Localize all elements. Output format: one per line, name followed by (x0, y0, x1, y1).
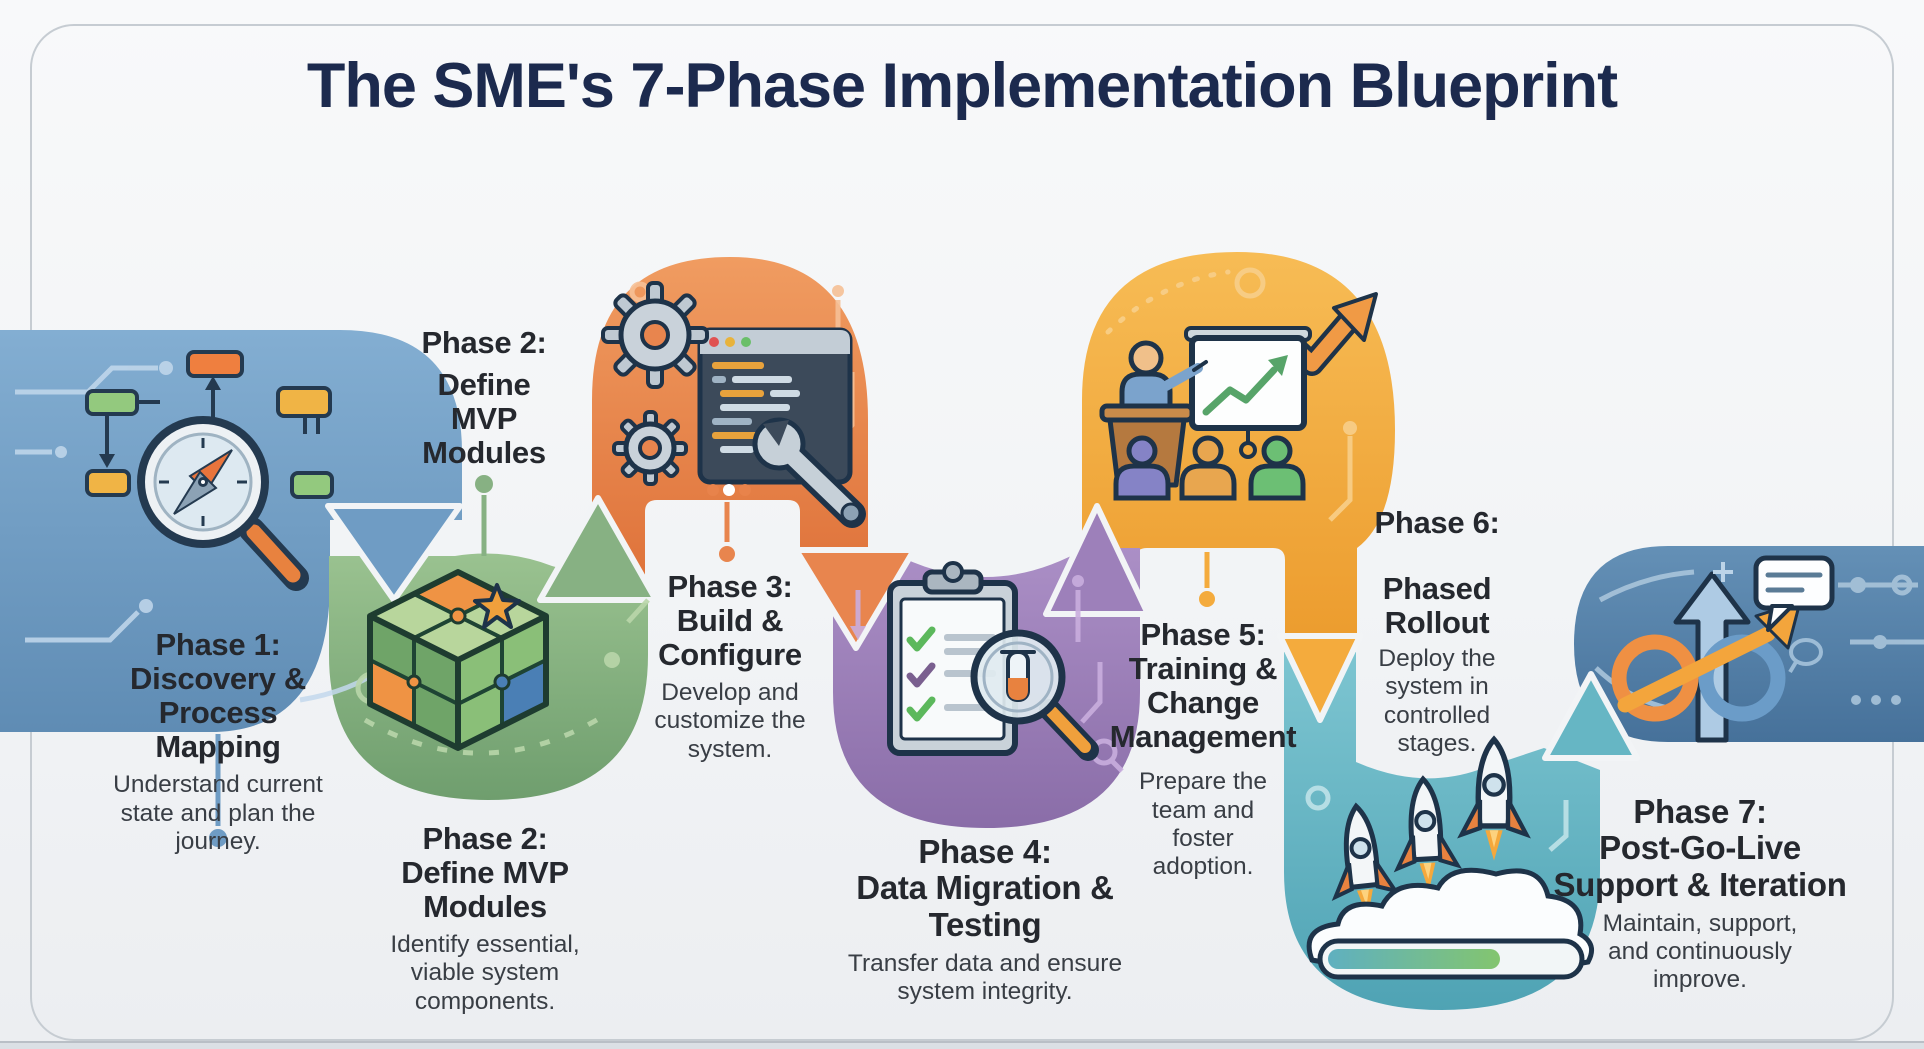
phase-1-text-block: Phase 1: Discovery & Process Mapping Und… (98, 627, 338, 856)
progress-bar-fill (1328, 949, 1500, 969)
phase-5-name: Training & Change Management (1109, 651, 1297, 755)
phase-7-name: Post-Go-Live Support & Iteration (1553, 829, 1847, 903)
infinity-loop-support-icon (1611, 555, 1835, 743)
phase-4-label: Phase 4: (918, 833, 1052, 870)
circuit-decoration-teal (1305, 785, 1569, 852)
phase-2-text-block: Phase 2: Define MVP Modules Identify ess… (360, 821, 610, 1016)
phase-3-name: Build & Configure (658, 603, 802, 673)
phase-1-label: Phase 1: (155, 627, 281, 662)
puzzle-cube-star-icon (367, 569, 549, 751)
phase-6-label: Phase 6: (1374, 505, 1500, 540)
phase-7-description: Maintain, support, and continuously impr… (1602, 909, 1798, 994)
phase-6-name: Phased Rollout (1382, 571, 1492, 641)
phase-7-text-block: Phase 7: Post-Go-Live Support & Iteratio… (1535, 793, 1865, 994)
gear-icon (612, 410, 688, 486)
phase-2-description: Identify essential, viable system compon… (390, 931, 580, 1015)
phase-6-text-block: Phase 6: Phased Rollout Deploy the syste… (1357, 505, 1517, 758)
circuit-decoration-purple (850, 575, 1124, 773)
phase-1-name: Discovery & Process Mapping (130, 661, 306, 765)
phase-4-text-block: Phase 4: Data Migration & Testing Transf… (845, 833, 1125, 1006)
phase-2-top-name: Define MVP Modules (422, 367, 546, 471)
phase-3-label: Phase 3: (667, 569, 793, 604)
phase-7-label: Phase 7: (1633, 793, 1767, 830)
compass-magnifier-flowchart-icon (85, 350, 334, 591)
phase-2-label: Phase 2: (422, 821, 548, 856)
page-title: The SME's 7-Phase Implementation Bluepri… (306, 51, 1618, 121)
gear-icon (601, 281, 709, 389)
wrench-icon (752, 417, 866, 528)
checklist-magnifier-icon (887, 561, 1099, 761)
presentation-team-growth-icon (1099, 292, 1378, 501)
chevron-blue-down (325, 503, 463, 603)
phase-5-label: Phase 5: (1140, 617, 1266, 652)
chevron-orange-down (793, 547, 917, 651)
chat-bubble-icon (1753, 555, 1835, 632)
phase-5-text-block: Phase 5: Training & Change Management Pr… (1078, 617, 1328, 881)
chevron-amber-down (1277, 633, 1363, 723)
star-icon (473, 583, 521, 629)
bottom-edge-strip (0, 1041, 1924, 1049)
test-tube-icon (1000, 650, 1036, 702)
phase-2-top-label-block: Phase 2: Define MVP Modules (409, 325, 559, 471)
connector-dots (209, 475, 1215, 847)
rockets-launch-progress-icon (1306, 740, 1595, 980)
chevron-purple-up (1043, 503, 1151, 617)
phase-6-description: Deploy the system in controlled stages. (1378, 645, 1496, 757)
phase-2-top-label: Phase 2: (421, 325, 547, 360)
circuit-decoration-steel (1594, 569, 1924, 711)
circuit-decoration-amber (1105, 267, 1357, 522)
phase-3-text-block: Phase 3: Build & Configure Develop and c… (650, 569, 810, 764)
phase-2-name: Define MVP Modules (401, 855, 569, 925)
phase-3-description: Develop and customize the system. (654, 679, 806, 763)
phase-4-description: Transfer data and ensure system integrit… (847, 949, 1123, 1006)
chevron-green-up (537, 495, 659, 603)
phase-4-name: Data Migration & Testing (856, 869, 1114, 943)
gears-code-wrench-icon (601, 281, 866, 528)
chevron-teal-up (1542, 671, 1640, 761)
phase-1-description: Understand current state and plan the jo… (113, 771, 323, 855)
audience-icons (1113, 435, 1306, 501)
phase-5-description: Prepare the team and foster adoption. (1138, 768, 1268, 880)
